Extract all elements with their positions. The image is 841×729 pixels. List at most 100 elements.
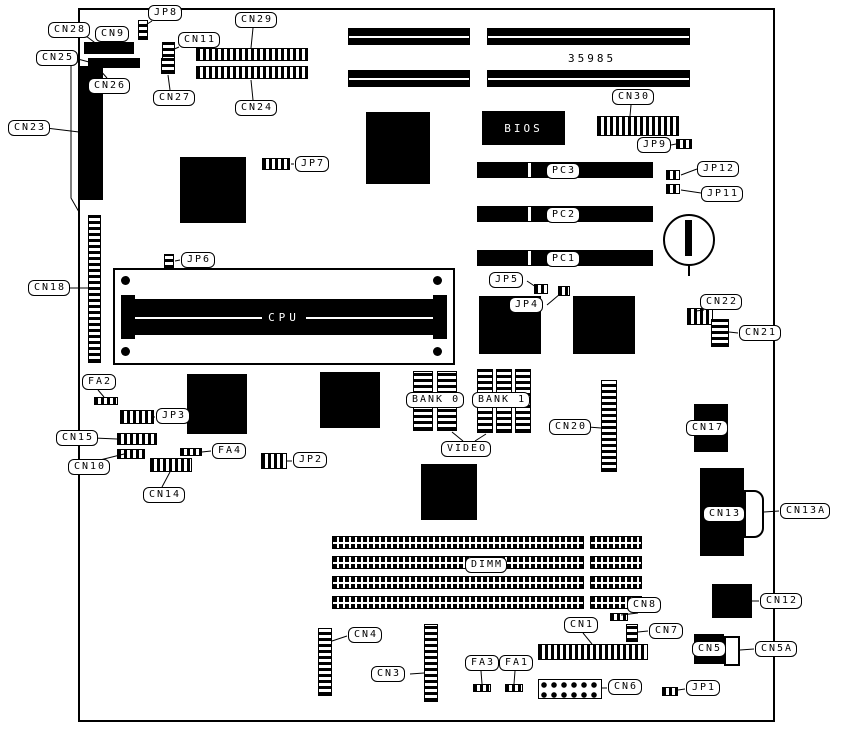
dimm-slot-2 [332, 556, 584, 569]
fa4-header [180, 448, 202, 456]
callout-fa1: FA1 [499, 655, 534, 671]
cn12-connector [712, 584, 752, 618]
jp7-header [262, 158, 290, 170]
cn10-header [117, 449, 145, 459]
cn18-header [88, 215, 101, 363]
jp12-header [666, 170, 680, 180]
callout-cn30: CN30 [612, 89, 655, 105]
cn1-header [538, 644, 648, 660]
callout-cn20: CN20 [549, 419, 592, 435]
io-chip-left [187, 374, 247, 434]
expansion-slot-3 [348, 70, 470, 87]
callout-cn14: CN14 [143, 487, 186, 503]
callout-cn13: CN13 [703, 506, 746, 522]
callout-cn5: CN5 [692, 641, 727, 657]
cn5a-port [724, 636, 740, 666]
callout-cn11: CN11 [178, 32, 221, 48]
cn21-header [711, 319, 729, 347]
callout-jp8: JP8 [148, 5, 183, 21]
callout-cn17: CN17 [686, 420, 729, 436]
chipset-chip-top [366, 112, 430, 184]
video-chip [421, 464, 477, 520]
dimm-slot-1-end [590, 536, 642, 549]
callout-cn18: CN18 [28, 280, 71, 296]
callout-bank1: BANK 1 [472, 392, 531, 408]
board-part-number: 35985 [568, 52, 617, 65]
cn15-header [117, 433, 157, 445]
jp5-header [534, 284, 548, 294]
callout-jp7: JP7 [295, 156, 330, 172]
jp4-header [558, 286, 570, 296]
chipset-chip-left [180, 157, 246, 223]
cn13a-port [744, 490, 764, 538]
callout-jp9: JP9 [637, 137, 672, 153]
callout-pc1: PC1 [546, 251, 581, 267]
dimm-slot-4 [332, 596, 584, 609]
jp11-header [666, 184, 680, 194]
callout-fa2: FA2 [82, 374, 117, 390]
callout-jp2: JP2 [293, 452, 328, 468]
dimm-slot-3 [332, 576, 584, 589]
jp9-header [676, 139, 692, 149]
callout-cn3: CN3 [371, 666, 406, 682]
cn22-header [687, 308, 713, 325]
cpu-slot-endcap-left [121, 295, 135, 339]
callout-jp5: JP5 [489, 272, 524, 288]
jp6-header [164, 254, 174, 269]
cpu-mount-hole [121, 276, 130, 285]
callout-jp3: JP3 [156, 408, 191, 424]
jp3-header [120, 410, 154, 424]
callout-jp11: JP11 [701, 186, 744, 202]
cn30-header [597, 116, 679, 136]
cpu-mount-hole [433, 276, 442, 285]
callout-cn7: CN7 [649, 623, 684, 639]
expansion-slot-2 [487, 28, 690, 45]
bios-chip: BIOS [482, 111, 565, 145]
callout-cn29: CN29 [235, 12, 278, 28]
battery-clip [685, 220, 692, 256]
callout-cn12: CN12 [760, 593, 803, 609]
cn27-header [161, 58, 175, 74]
fa1-header [505, 684, 523, 692]
callout-bank0: BANK 0 [406, 392, 465, 408]
callout-fa4: FA4 [212, 443, 247, 459]
cpu-mount-hole [433, 347, 442, 356]
callout-cn28: CN28 [48, 22, 91, 38]
cn8-header [610, 613, 628, 621]
jp1-header [662, 687, 678, 696]
callout-dimm: DIMM [465, 557, 508, 573]
callout-cn24: CN24 [235, 100, 278, 116]
callout-jp4: JP4 [509, 297, 544, 313]
callout-cn15: CN15 [56, 430, 99, 446]
callout-fa3: FA3 [465, 655, 500, 671]
cpu-mount-hole [121, 347, 130, 356]
jp8-header [138, 20, 148, 40]
cn14-header [150, 458, 192, 472]
fa3-header [473, 684, 491, 692]
cpu-slot: CPU [135, 299, 433, 335]
callout-cn26: CN26 [88, 78, 131, 94]
expansion-slot-1 [348, 28, 470, 45]
battery-lead [688, 264, 690, 276]
callout-cn25: CN25 [36, 50, 79, 66]
callout-jp6: JP6 [181, 252, 216, 268]
cn9-connector [84, 42, 134, 54]
expansion-slot-4 [487, 70, 690, 87]
chipset-chip-mid2 [573, 296, 635, 354]
dimm-slot-1 [332, 536, 584, 549]
callout-cn23: CN23 [8, 120, 51, 136]
callout-pc3: PC3 [546, 163, 581, 179]
callout-cn4: CN4 [348, 627, 383, 643]
callout-cn6: CN6 [608, 679, 643, 695]
callout-cn21: CN21 [739, 325, 782, 341]
cn7-header [626, 624, 638, 642]
cn29-header [196, 48, 308, 61]
callout-cn5a: CN5A [755, 641, 798, 657]
fa2-header [94, 397, 118, 405]
callout-cn13a: CN13A [780, 503, 831, 519]
cn3-header [424, 624, 438, 702]
callout-cn9: CN9 [95, 26, 130, 42]
callout-cn22: CN22 [700, 294, 743, 310]
cn24-header [196, 66, 308, 79]
